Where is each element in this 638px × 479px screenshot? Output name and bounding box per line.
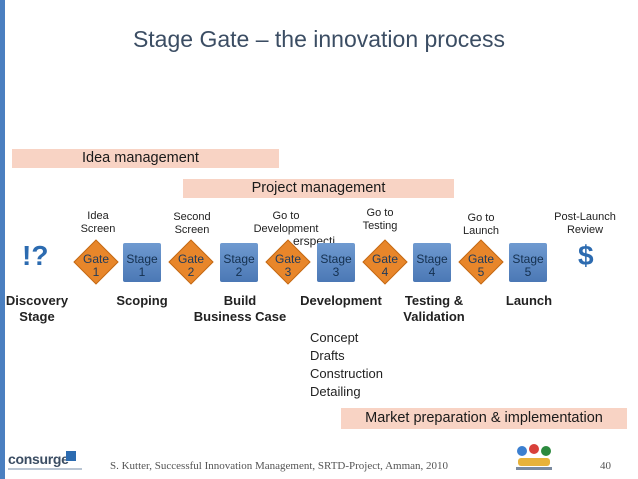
gate-2-number: 2: [187, 265, 195, 279]
stage-1-text: Stage 1: [123, 253, 161, 279]
development-steps-list: Concept Drafts Construction Detailing: [310, 329, 383, 401]
launch-symbol: $: [578, 240, 594, 271]
page-number: 40: [600, 460, 611, 472]
gate2-label-text: Second Screen: [173, 211, 211, 236]
gate-1-word: Gate: [82, 252, 109, 266]
gate5-label: Go to Launch: [458, 212, 504, 237]
gate-3-number: 3: [284, 265, 292, 279]
gate1-label: Idea Screen: [78, 210, 118, 235]
logo-mark-icon: [66, 451, 76, 461]
discovery-symbol: !?: [22, 240, 49, 271]
stage-5-number: 5: [524, 265, 532, 279]
stage-4-number: 4: [428, 265, 436, 279]
gate-4-word: Gate: [371, 252, 398, 266]
stage-3-number: 3: [332, 265, 340, 279]
stage-2-text: Stage 2: [220, 253, 258, 279]
slide-title: Stage Gate – the innovation process: [132, 26, 506, 52]
post-launch-label-text: Post-Launch Review: [554, 211, 616, 236]
market-preparation-band: Market preparation & implementation: [341, 408, 627, 429]
step-drafts: Drafts: [310, 348, 345, 363]
idea-management-band: Idea management: [12, 149, 279, 168]
label-discovery-text: Discovery Stage: [5, 293, 69, 324]
stage-4-text: Stage 4: [413, 253, 451, 279]
gate-2-text: Gate 2: [173, 253, 209, 279]
gate2-label: Second Screen: [166, 211, 218, 236]
logo-underline: [8, 468, 82, 470]
label-development: Development: [300, 293, 382, 308]
gate-5-number: 5: [477, 265, 485, 279]
gate-4-number: 4: [381, 265, 389, 279]
stage-1-word: Stage: [126, 252, 158, 266]
gate-5-word: Gate: [467, 252, 494, 266]
stage-4-box: [413, 243, 451, 282]
step-concept: Concept: [310, 330, 359, 345]
stage-1-number: 1: [138, 265, 146, 279]
stage-2-box: [220, 243, 258, 282]
label-build: Build Business Case: [188, 293, 292, 325]
footer-citation: S. Kutter, Successful Innovation Managem…: [110, 460, 449, 472]
gate1-label-text: Idea Screen: [80, 210, 116, 235]
project-logo-graphic: [512, 441, 556, 473]
label-testing-text: Testing & Validation: [403, 293, 465, 324]
gate3-label: Go to Development: [246, 210, 326, 235]
step-construction: Construction: [310, 366, 383, 381]
gate-2-word: Gate: [177, 252, 204, 266]
project-logo-icon: [512, 441, 556, 473]
project-management-band: Project management: [183, 179, 454, 198]
gate-1-number: 1: [92, 265, 100, 279]
stage-5-text: Stage 5: [509, 253, 547, 279]
stage-5-word: Stage: [512, 252, 544, 266]
gate-1-text: Gate 1: [78, 253, 114, 279]
consurge-logo: consurge: [8, 451, 86, 473]
label-discovery: Discovery Stage: [0, 293, 74, 325]
consurge-logo-text: consurge: [8, 451, 69, 467]
stage-1-box: [123, 243, 161, 282]
step-detailing: Detailing: [310, 384, 361, 399]
post-launch-label: Post-Launch Review: [549, 211, 621, 236]
gate5-label-text: Go to Launch: [462, 212, 500, 237]
stage-2-number: 2: [235, 265, 243, 279]
gate4-label: Go to Testing: [357, 207, 403, 232]
gate3-label-text: Go to Development: [253, 210, 319, 235]
label-build-text: Build Business Case: [193, 293, 287, 324]
left-accent-bar: [0, 0, 5, 479]
stage-2-word: Stage: [223, 252, 255, 266]
stage-3-box: [317, 243, 355, 282]
gate-5-text: Gate 5: [463, 253, 499, 279]
stage-3-text: Stage 3: [317, 253, 355, 279]
label-launch: Launch: [505, 293, 553, 308]
gate-4-text: Gate 4: [367, 253, 403, 279]
stage-4-word: Stage: [416, 252, 448, 266]
stage-3-word: Stage: [320, 252, 352, 266]
gate-3-text: Gate 3: [270, 253, 306, 279]
gate4-label-text: Go to Testing: [362, 207, 398, 232]
stage-5-box: [509, 243, 547, 282]
gate-3-word: Gate: [274, 252, 301, 266]
label-testing: Testing & Validation: [393, 293, 475, 325]
label-scoping: Scoping: [116, 293, 168, 308]
